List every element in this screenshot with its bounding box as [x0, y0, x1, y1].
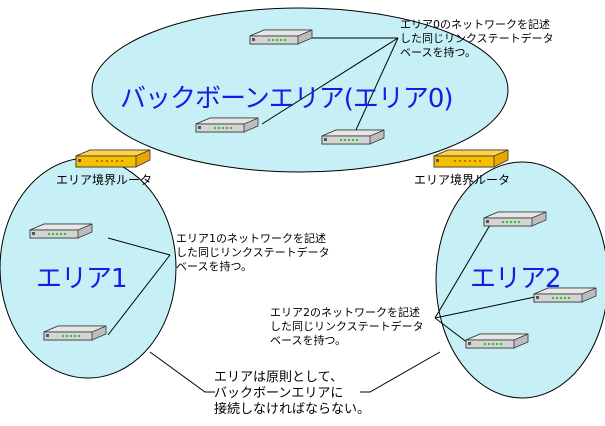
note-line: ベースを持つ。 — [176, 260, 253, 273]
area1-note-line — [107, 237, 171, 256]
area-border-router-icon — [75, 149, 151, 168]
router-icon — [483, 211, 547, 227]
area2-note-line — [434, 224, 491, 319]
note-line: した同じリンクステートデータ — [176, 246, 330, 259]
note-line: エリア0のネットワークを記述 — [400, 18, 550, 31]
note-line: した同じリンクステートデータ — [400, 32, 554, 45]
rule-note-line-left — [149, 351, 215, 393]
backbone-note-line — [354, 37, 399, 133]
note-line: エリアは原則として、 — [214, 370, 343, 385]
router-icon — [195, 117, 259, 133]
router-icon — [43, 325, 107, 341]
area-border-router-icon — [433, 149, 509, 168]
note-line: エリア1のネットワークを記述 — [176, 232, 326, 245]
backbone-note-line — [261, 37, 399, 125]
area1-title: エリア1 — [36, 264, 128, 294]
note-line: バックボーンエリアに — [214, 386, 344, 401]
backbone-note: エリア0のネットワークを記述 した同じリンクステートデータ ベースを持つ。 — [400, 18, 554, 60]
border-router-label-right: エリア境界ルータ — [414, 173, 511, 187]
note-line: 接続しなければならない。 — [214, 402, 371, 417]
area1-note: エリア1のネットワークを記述 した同じリンクステートデータ ベースを持つ。 — [176, 232, 330, 274]
router-icon — [465, 333, 529, 349]
router-icon — [249, 29, 313, 45]
note-line: ベースを持つ。 — [400, 46, 477, 59]
rule-note: エリアは原則として、 バックボーンエリアに 接続しなければならない。 — [214, 370, 370, 418]
router-icon — [321, 129, 385, 145]
rule-note-line-right — [360, 351, 441, 393]
area2-note-line — [434, 317, 469, 344]
area2-title: エリア2 — [470, 264, 562, 294]
border-router-label-left: エリア境界ルータ — [56, 173, 153, 187]
area2-note-line — [434, 296, 536, 319]
area1-note-line — [107, 254, 171, 336]
backbone-title: バックボーンエリア(エリア0) — [120, 84, 454, 114]
note-line: ベースを持つ。 — [270, 334, 347, 347]
router-icon — [29, 223, 93, 239]
area2-note: エリア2のネットワークを記述 した同じリンクステートデータ ベースを持つ。 — [270, 306, 424, 348]
note-line: した同じリンクステートデータ — [270, 320, 424, 333]
note-line: エリア2のネットワークを記述 — [270, 306, 420, 319]
